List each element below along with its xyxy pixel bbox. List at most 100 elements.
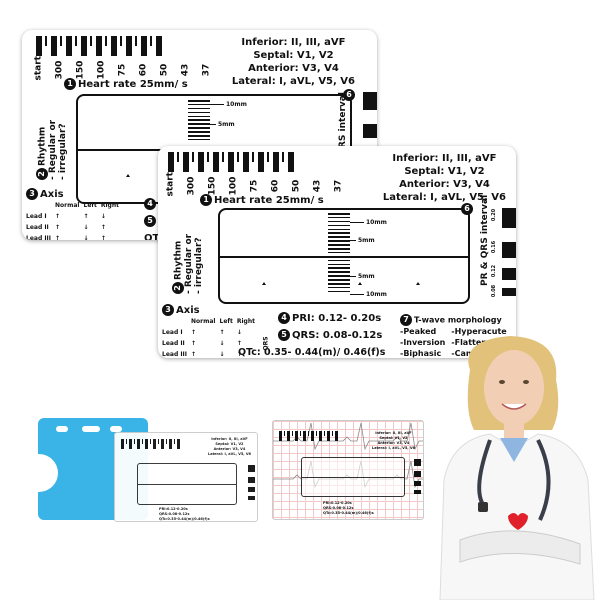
marker — [126, 174, 130, 177]
interval-value: 0.08 — [490, 284, 497, 298]
thumb-qrs: QRS:0.08-0.12s — [323, 506, 354, 510]
lead-septal: Septal: V1, V2 — [253, 50, 334, 61]
step-3-badge: 3 — [26, 188, 38, 200]
axis-arrow: ↓ — [83, 235, 89, 240]
rhythm-title: Rhythm — [173, 240, 184, 280]
axis-arrow: ↑ — [55, 224, 61, 231]
interval-title: PR & QRS interval — [480, 194, 490, 286]
axis-arrow: ↑ — [100, 224, 106, 231]
thumb-leads: Inferior: II, III, aVF Septal: V1, V2 An… — [372, 431, 415, 451]
axis-arrow: ↑ — [83, 213, 89, 220]
heart-rate-ruler — [36, 36, 165, 56]
lead-septal: Septal: V1, V2 — [404, 166, 485, 177]
scale-10mm-label-bottom: 10mm — [366, 291, 387, 298]
axis-lead: Lead II — [26, 224, 49, 231]
axis-header: Left — [219, 318, 233, 325]
thumb-window — [137, 463, 237, 505]
marker — [358, 282, 362, 285]
axis-header: Left — [83, 202, 97, 209]
ecg-card-front: start 300 150 100 75 60 50 43 37 Inferio… — [158, 146, 516, 358]
qrs-text: QRS: 0.08-0.12s — [292, 330, 383, 341]
interval-value: 0.16 — [490, 240, 497, 254]
step-1-badge: 1 — [64, 78, 76, 90]
measurement-window: 6 10mm 5mm 5mm 10mm — [218, 203, 473, 304]
holder-card-thumbnail: Inferior: II, III, aVF Septal: V1, V2 An… — [114, 432, 258, 522]
thumb-cutout — [36, 454, 58, 492]
rhythm-label: 2 Rhythm - Regular or - irregular? — [36, 120, 68, 180]
axis-arrow: ↑ — [219, 329, 225, 336]
step-7-badge: 7 — [400, 314, 412, 326]
interval-block — [363, 92, 377, 110]
twave-item: -Biphasic — [400, 349, 442, 358]
rhythm-line2: - irregular? — [194, 237, 204, 294]
interval-block — [363, 124, 377, 138]
scale-10mm-label: 10mm — [226, 101, 247, 108]
rhythm-title: Rhythm — [37, 126, 48, 166]
step-6-badge: 6 — [461, 203, 473, 215]
lead-anterior: Anterior: V3, V4 — [399, 179, 490, 190]
scale-5mm-label: 5mm — [218, 121, 235, 128]
axis-lead: Lead III — [26, 235, 52, 240]
thumb-lead: Lateral: I, aVL, V5, V6 — [371, 446, 415, 450]
doctor-illustration — [439, 336, 595, 600]
interval-block-020 — [502, 208, 516, 228]
heart-icon — [508, 513, 528, 530]
interval-title: RS interval — [338, 92, 348, 148]
step-2-badge: 2 — [36, 168, 48, 180]
step-1-badge: 1 — [200, 194, 212, 206]
rhythm-label: 2Rhythm - Regular or - irregular? — [172, 234, 204, 294]
twave-item: -Flattened — [451, 338, 499, 347]
mm-scale — [188, 100, 210, 143]
interval-block-008 — [502, 288, 516, 296]
lead-groups: Inferior: II, III, aVF Septal: V1, V2 An… — [383, 152, 506, 204]
axis-arrow: ↓ — [83, 224, 89, 231]
step-3-badge: 3 — [162, 304, 174, 316]
interval-block-012 — [502, 268, 516, 280]
rate-label: start — [33, 56, 44, 81]
axis-title: Axis — [40, 189, 64, 200]
axis-arrow: ↑ — [55, 213, 61, 220]
scale-5mm-label: 5mm — [358, 237, 375, 244]
rhythm-line1: - Regular or — [48, 119, 58, 180]
rate-label: 37 — [201, 63, 212, 77]
axis-arrow: ↑ — [191, 329, 197, 336]
heart-rate-text: Heart rate 25mm/ s — [78, 79, 188, 90]
axis-lead: Lead I — [26, 213, 47, 220]
axis-arrow: ↓ — [100, 213, 106, 220]
lead-lateral: Lateral: I, aVL, V5, V6 — [231, 76, 355, 87]
twave-item: -Inversion — [400, 338, 446, 347]
marker — [262, 282, 266, 285]
lead-groups: Inferior: II, III, aVF Septal: V1, V2 An… — [232, 36, 355, 88]
step-5-badge: 5 — [278, 329, 290, 341]
step-2-badge: 2 — [172, 282, 184, 294]
twave-item: -Peaked — [400, 327, 437, 336]
thumb-qtc: QTc:0.35-0.44(m)/0.46(f)s — [159, 517, 210, 521]
thumb-lead: Inferior: II, III, aVF — [375, 431, 412, 435]
axis-lead: Lead II — [162, 340, 185, 347]
axis-header: Right — [236, 318, 255, 325]
thumb-leads: Inferior: II, III, aVF Septal: V1, V2 An… — [208, 437, 251, 457]
pri-text: PRI: 0.12- 0.20s — [292, 313, 382, 324]
axis-arrow: ↑ — [236, 340, 242, 347]
axis-lead: Lead III — [162, 351, 188, 358]
heart-rate-ruler — [168, 152, 297, 172]
rate-label: 37 — [333, 179, 344, 193]
step-6-badge: 6 — [343, 89, 355, 101]
heart-rate-text: Heart rate 25mm/ s — [214, 195, 324, 206]
step-5-badge: 5 — [144, 215, 156, 227]
axis-arrow: ↑ — [191, 351, 197, 358]
axis-arrow: ↑ — [191, 340, 197, 347]
rate-label: start — [165, 172, 176, 197]
heart-rate-labels: start 300 150 100 75 60 50 43 37 — [160, 172, 349, 197]
thumb-lead: Septal: V1, V2 — [379, 436, 408, 440]
mm-scale — [328, 213, 350, 295]
axis-arrow: ↑ — [100, 235, 106, 240]
axis-arrow: ↓ — [219, 351, 225, 358]
heart-rate-labels: start 300 150 100 75 60 50 43 37 — [28, 56, 217, 81]
scale-10mm-label: 10mm — [366, 219, 387, 226]
rhythm-line2: - irregular? — [58, 123, 68, 180]
